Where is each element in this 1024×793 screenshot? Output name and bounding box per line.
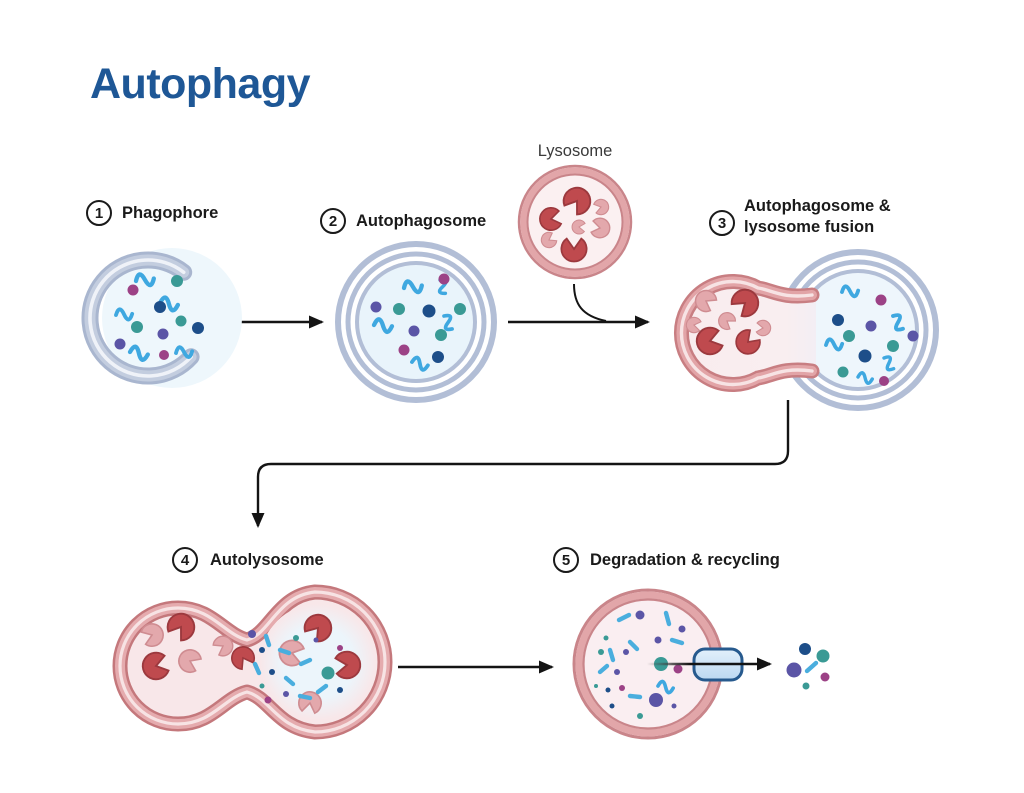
stage-5-badge: 5: [553, 547, 579, 573]
phagophore-cargo: [113, 273, 204, 361]
autophagosome-illustration: [335, 241, 497, 403]
autophagosome-cargo: [370, 273, 466, 373]
phagophore-membrane: [81, 251, 200, 385]
stage-2-badge: 2: [320, 208, 346, 234]
stage-4-badge: 4: [172, 547, 198, 573]
autolysosome-illustration: [112, 584, 393, 740]
degradation-illustration: [572, 588, 830, 740]
fusion-cargo-blue: [823, 283, 919, 386]
fusion-illustration: [673, 249, 939, 411]
arrow-fusion-to-autolysosome: [251, 400, 790, 528]
fusion-lysosome-membrane: [673, 274, 820, 392]
stage-3-label: Autophagosome & lysosome fusion: [744, 197, 891, 236]
stage-5-label: Degradation & recycling: [590, 551, 780, 569]
stage-1-badge: 1: [86, 200, 112, 226]
stage-2-label: Autophagosome: [356, 212, 487, 230]
page-title: Autophagy: [90, 60, 311, 108]
lysosome-label: Lysosome: [537, 142, 613, 160]
stage-4-label: Autolysosome: [210, 551, 324, 569]
stage-3-badge: 3: [709, 210, 735, 236]
degradation-fragments: [594, 610, 686, 719]
stage-1-label: Phagophore: [122, 204, 219, 222]
autolysosome-fragments: [248, 630, 343, 704]
flow-arrows: [234, 283, 790, 674]
phagophore-illustration: [81, 248, 242, 388]
curve-lysosome-join: [573, 283, 607, 322]
released-molecules: [786, 643, 830, 690]
lysosome-illustration: [517, 164, 633, 280]
